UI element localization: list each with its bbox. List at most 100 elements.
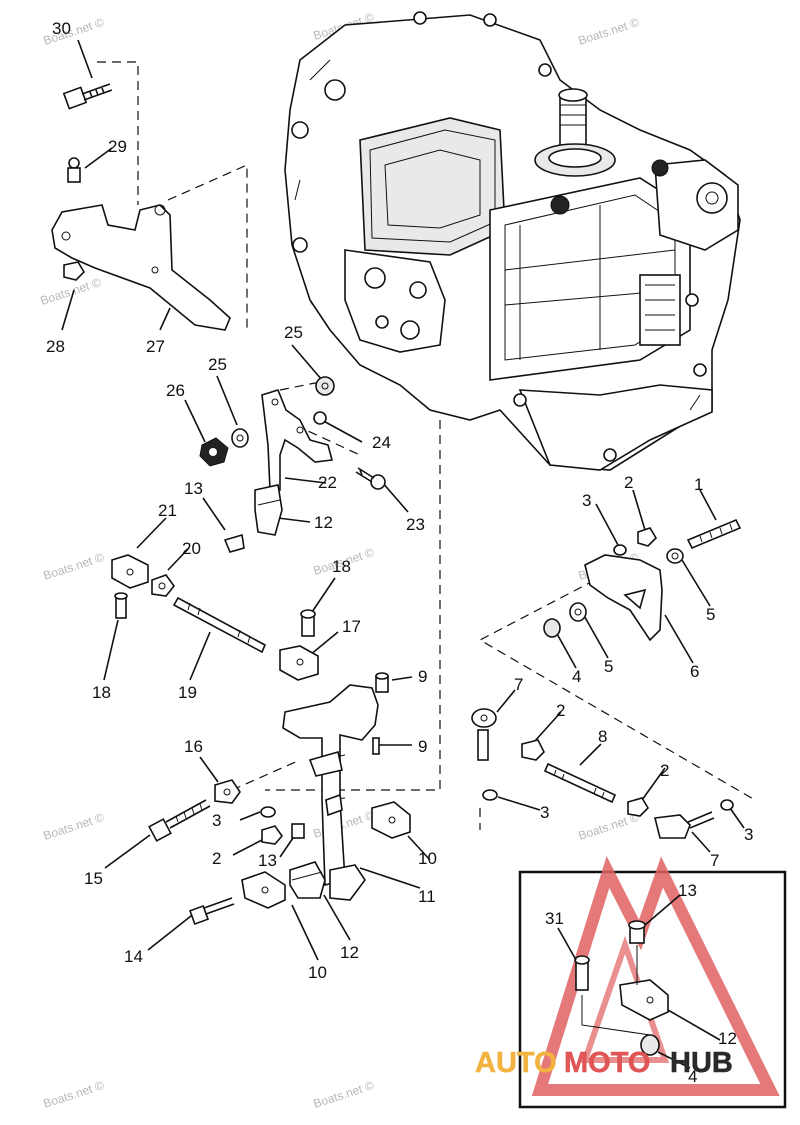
nut-16 [214, 779, 241, 804]
callout-14: 14 [124, 947, 143, 966]
bolt-15 [148, 799, 211, 842]
watermark: Boats.net © [42, 550, 106, 583]
callout-5: 5 [706, 605, 715, 624]
callout-25: 25 [284, 323, 303, 342]
callout-8: 8 [598, 727, 607, 746]
callout-17: 17 [342, 617, 361, 636]
ball-joint-7-lower [654, 811, 715, 839]
nut-20 [151, 574, 176, 597]
clamp-10-lower [241, 871, 286, 909]
logo-hub: HUB [670, 1047, 733, 1079]
callout-12: 12 [340, 943, 359, 962]
bracket-27 [51, 204, 231, 331]
clamp-12-upper [254, 484, 283, 536]
stud-1 [686, 518, 742, 550]
callout-24: 24 [372, 433, 391, 452]
nut-28 [63, 261, 86, 281]
rod-19 [172, 596, 267, 654]
washer-24 [313, 411, 327, 425]
screw-23 [355, 467, 386, 490]
spacer-4-upper [543, 618, 561, 638]
callout-4: 4 [688, 1067, 697, 1086]
callout-4: 4 [572, 667, 581, 686]
block-17 [279, 645, 319, 681]
logo-moto: MOTO [564, 1047, 650, 1079]
screw-13-lower [291, 823, 305, 839]
nut-2-upper [637, 527, 658, 547]
nut-2-left [261, 825, 284, 845]
inset-clamp-12 [619, 979, 669, 1021]
callout-21: 21 [158, 501, 177, 520]
watermark: Boats.net © [312, 1078, 376, 1111]
inset-screw-13 [628, 920, 646, 944]
callout-20: 20 [182, 539, 201, 558]
nut-2-mid [521, 739, 545, 761]
washer-25-upper [315, 376, 335, 396]
watermark: Boats.net © [312, 808, 376, 841]
callout-12: 12 [718, 1029, 737, 1048]
callout-25: 25 [208, 355, 227, 374]
callout-16: 16 [184, 737, 203, 756]
callout-7: 7 [710, 851, 719, 870]
clamp-12-lower [289, 861, 326, 899]
callout-15: 15 [84, 869, 103, 888]
callout-2: 2 [624, 473, 633, 492]
washer-5-upper [666, 548, 684, 564]
bolt-14 [189, 897, 235, 925]
bolt-30 [62, 83, 113, 110]
callout-30: 30 [52, 19, 71, 38]
callout-2: 2 [212, 849, 221, 868]
block-21 [111, 554, 149, 589]
parts [51, 83, 742, 925]
automotohub-logo: AUTO MOTO HUB [475, 1047, 733, 1080]
watermark: Boats.net © [577, 15, 641, 48]
callout-31: 31 [545, 909, 564, 928]
callout-3: 3 [212, 811, 221, 830]
callout-9: 9 [418, 667, 427, 686]
logo-auto: AUTO [475, 1047, 557, 1079]
nut-26 [199, 437, 229, 467]
lever-11 [282, 684, 379, 901]
callout-18: 18 [92, 683, 111, 702]
callout-23: 23 [406, 515, 425, 534]
callout-22: 22 [318, 473, 337, 492]
rod-8 [543, 762, 617, 804]
callout-labels: 30 29 28 27 25 26 25 24 22 23 12 21 13 2… [46, 19, 753, 1086]
callout-18: 18 [332, 557, 351, 576]
callout-3: 3 [744, 825, 753, 844]
callout-26: 26 [166, 381, 185, 400]
cap-9 [375, 672, 389, 693]
washer-5-lower [569, 602, 587, 622]
dashed-leaders [97, 61, 756, 830]
callout-11: 11 [418, 887, 436, 906]
callout-13: 13 [184, 479, 203, 498]
washer-3-mid [482, 789, 498, 801]
watermark: Boats.net © [42, 1078, 106, 1111]
callout-29: 29 [108, 137, 127, 156]
callout-2: 2 [556, 701, 565, 720]
watermark: Boats.net © [42, 810, 106, 843]
inset-detail [518, 856, 787, 1109]
nut-2-right [627, 797, 650, 817]
callout-1: 1 [694, 475, 703, 494]
callout-2: 2 [660, 761, 669, 780]
callout-6: 6 [690, 662, 699, 681]
callout-10: 10 [308, 963, 327, 982]
callout-13: 13 [258, 851, 277, 870]
bracket-6 [584, 554, 663, 642]
screw-13-upper [223, 533, 245, 553]
leader-lines [61, 39, 745, 961]
inset-pin-31 [574, 955, 590, 991]
callout-10: 10 [418, 849, 437, 868]
callout-28: 28 [46, 337, 65, 356]
callout-19: 19 [178, 683, 197, 702]
callout-3: 3 [540, 803, 549, 822]
washer-3-left [260, 806, 276, 818]
callout-27: 27 [146, 337, 165, 356]
pin-18-left [114, 592, 128, 619]
washer-25-lower [231, 428, 249, 448]
callout-7: 7 [514, 675, 523, 694]
ball-joint-7-upper [471, 708, 497, 761]
pin-18-upper [300, 609, 316, 637]
